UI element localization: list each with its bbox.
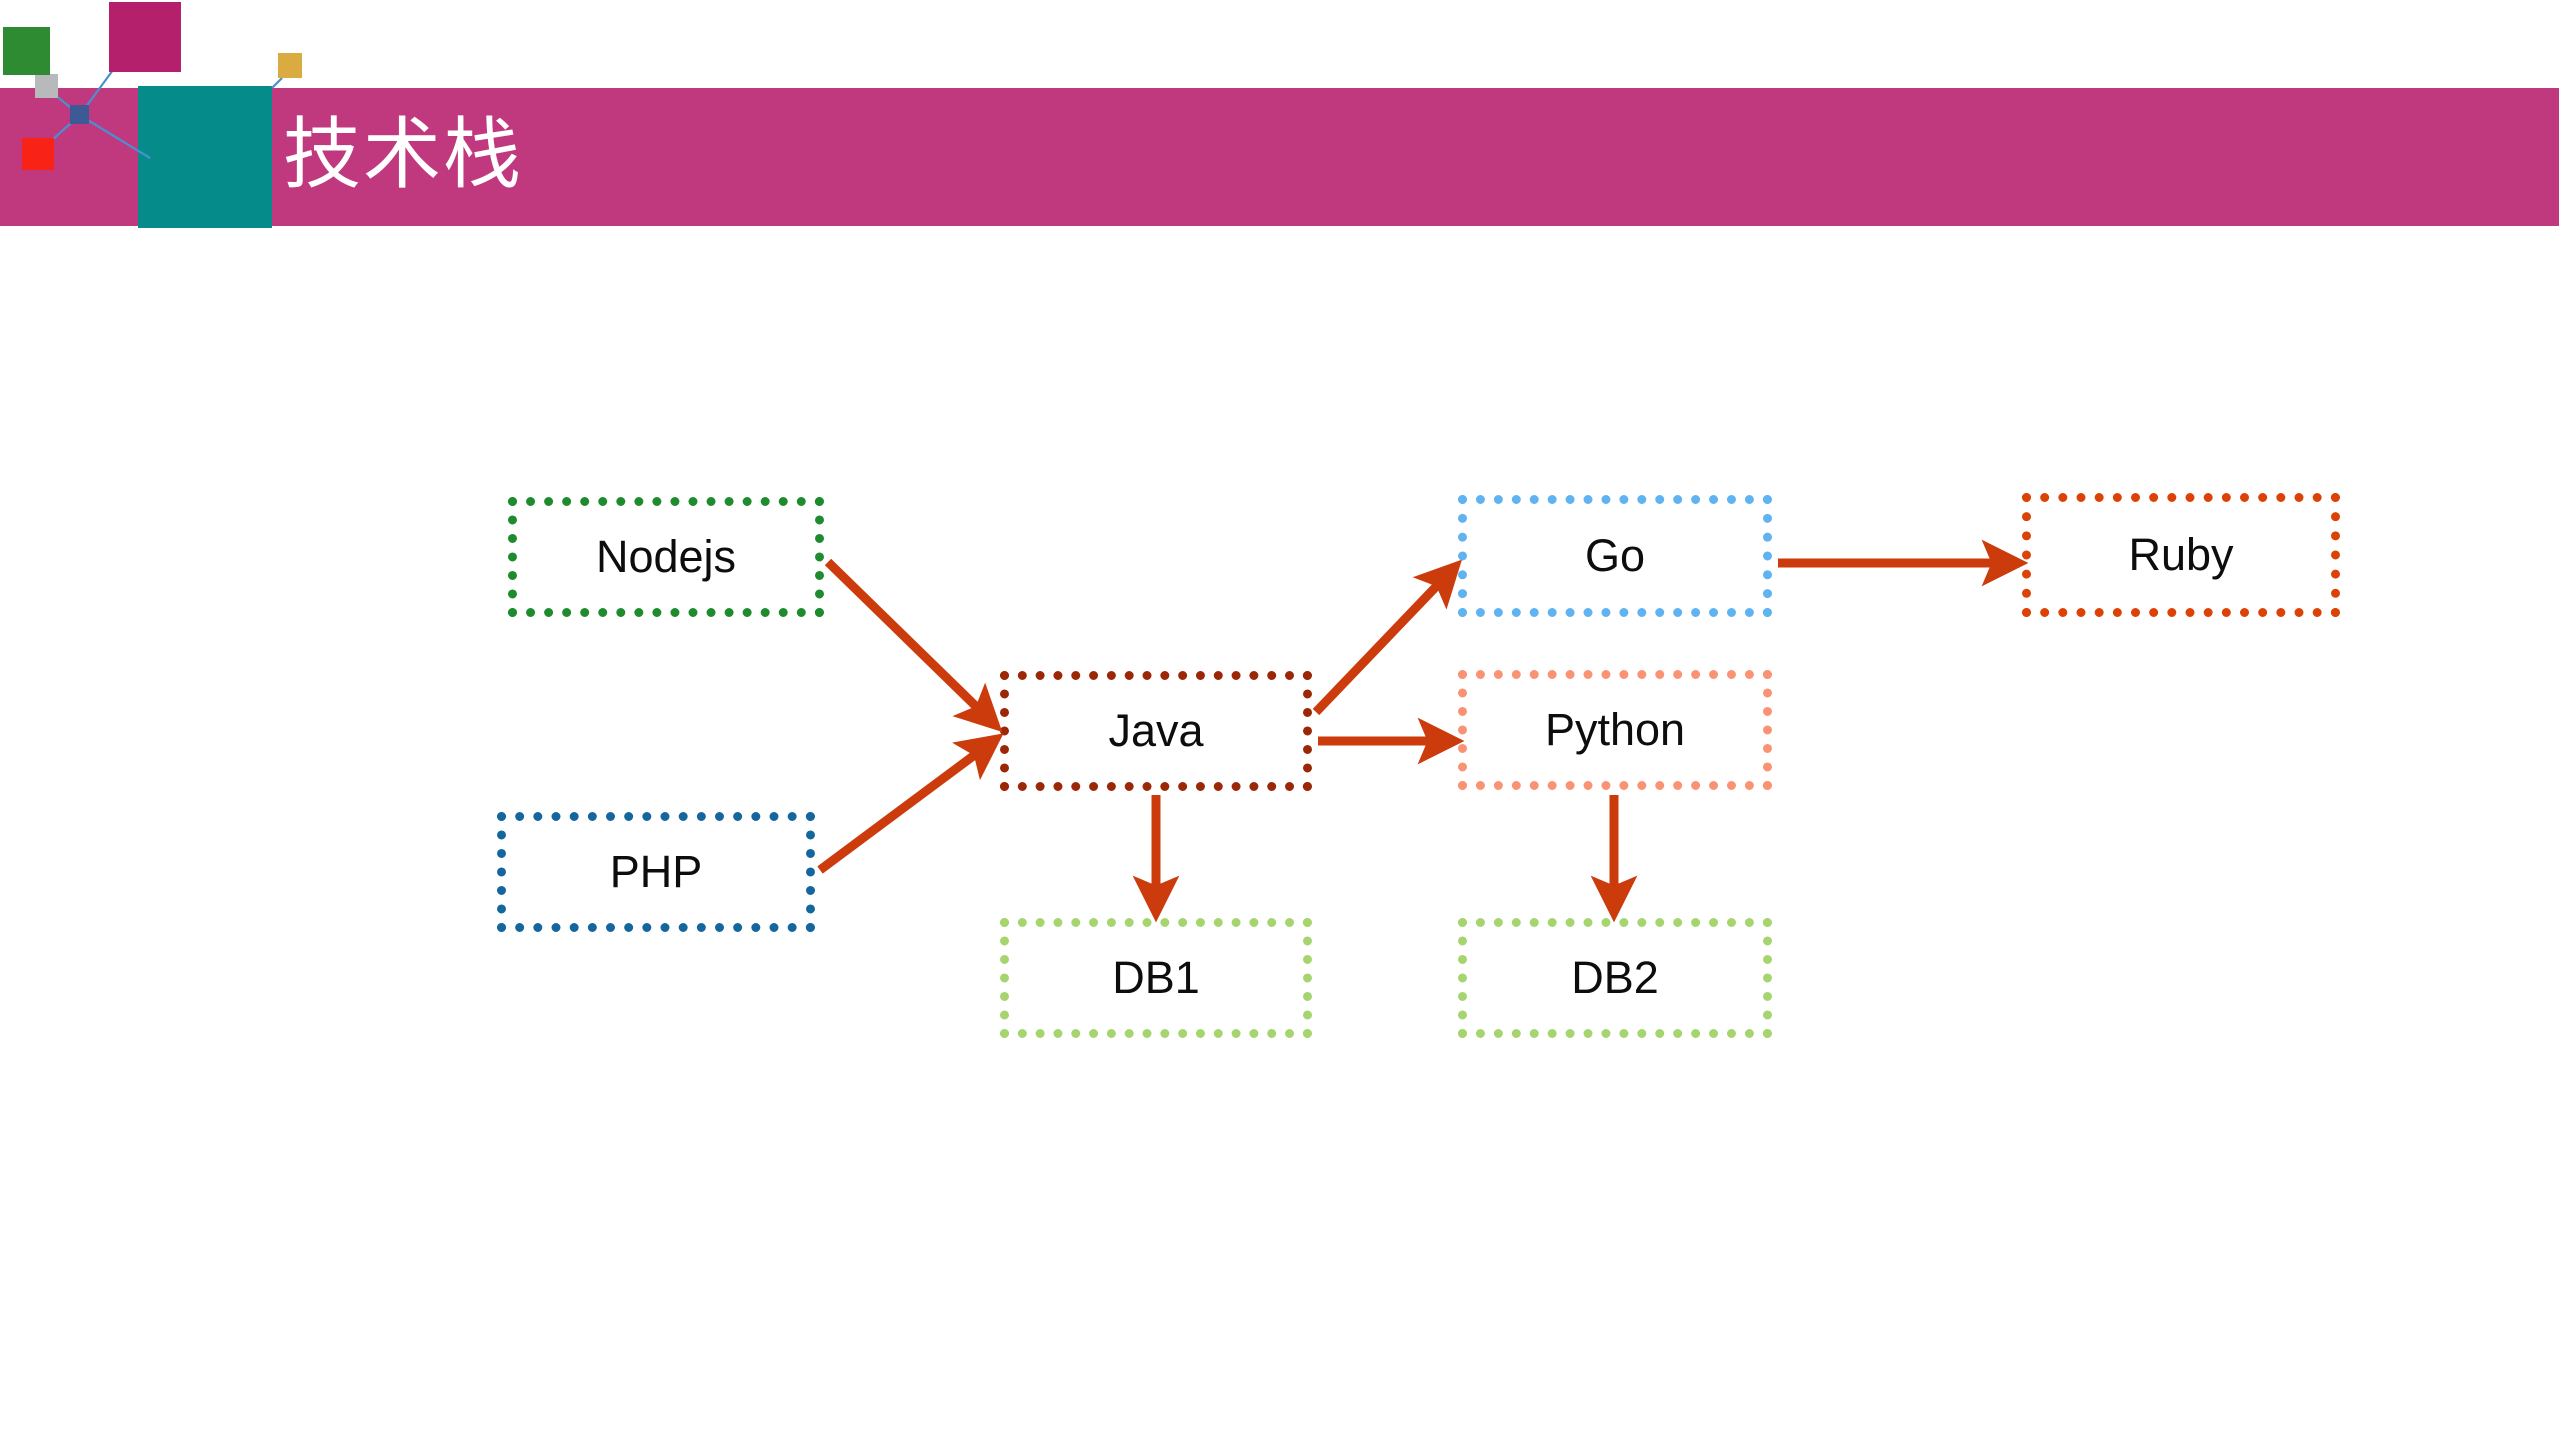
logo-green-square (3, 27, 50, 75)
node-label: Java (1108, 705, 1204, 756)
node-go[interactable]: Go (1458, 495, 1772, 617)
page-title: 技术栈 (283, 110, 524, 200)
node-label: Go (1584, 530, 1646, 581)
header-bar (0, 88, 2559, 226)
logo-gold-square (278, 53, 302, 78)
logo-red-square (22, 138, 54, 170)
node-label: Ruby (2128, 529, 2234, 580)
node-label: Python (1544, 704, 1686, 755)
node-label: DB2 (1571, 952, 1659, 1003)
node-ruby[interactable]: Ruby (2022, 493, 2340, 617)
node-db2[interactable]: DB2 (1458, 918, 1772, 1038)
edge-java-go (1312, 559, 1462, 716)
edge-php-java (817, 733, 1004, 874)
logo-gray-square (35, 74, 58, 98)
header-accent-block (138, 86, 272, 228)
node-java[interactable]: Java (1000, 671, 1312, 791)
node-python[interactable]: Python (1458, 670, 1772, 790)
node-label: DB1 (1112, 952, 1200, 1003)
logo-hub-node (70, 105, 89, 124)
node-label: Nodejs (595, 531, 737, 582)
node-db1[interactable]: DB1 (1000, 918, 1312, 1038)
edge-nodejs-java (824, 558, 1003, 733)
node-nodejs[interactable]: Nodejs (508, 497, 824, 617)
network-nodes-logo (0, 0, 320, 230)
logo-magenta-square (109, 2, 181, 72)
node-php[interactable]: PHP (497, 812, 815, 932)
node-label: PHP (609, 846, 703, 897)
